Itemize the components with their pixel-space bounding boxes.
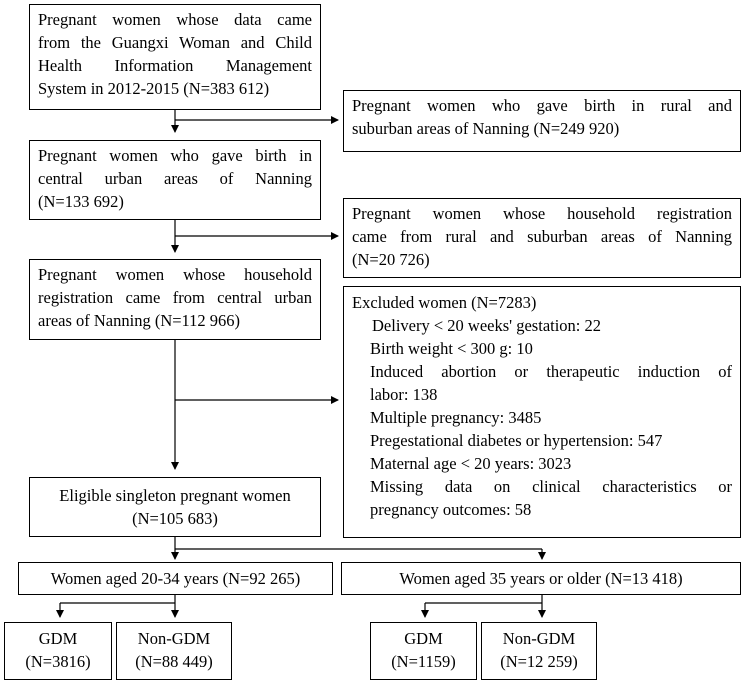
urban-reg-line-3: areas of Nanning (N=112 966) (38, 311, 241, 330)
older-nongdm-line-2: (N=12 259) (500, 652, 578, 671)
older-nongdm-line-1: Non-GDM (502, 629, 576, 648)
older-gdm-box: GDM (N=1159) (370, 622, 477, 680)
eligible-line-1: Eligible singleton pregnant women (59, 486, 291, 505)
eligible-line-2: (N=105 683) (132, 509, 218, 528)
older-box: Women aged 35 years or older (N=13 418) (341, 562, 741, 595)
source-line-2: from the Guangxi Woman and Child (38, 33, 312, 52)
young-nongdm-box: Non-GDM (N=88 449) (116, 622, 232, 680)
excl-rural-reg-box: Pregnant women whose household registrat… (343, 198, 741, 278)
urban-reg-line-1: Pregnant women whose household (38, 265, 312, 284)
excl-rural-birth-line-1: Pregnant women who gave birth in rural a… (352, 96, 732, 115)
source-line-3: Health Information Management (38, 56, 312, 75)
urban-birth-line-3: (N=133 692) (38, 192, 124, 211)
excluded-item-abortion-2: labor: 138 (370, 385, 438, 404)
excl-rural-reg-line-3: (N=20 726) (352, 250, 430, 269)
excl-rural-birth-box: Pregnant women who gave birth in rural a… (343, 90, 741, 152)
young-label: Women aged 20-34 years (N=92 265) (50, 569, 301, 588)
excluded-item-multiple: Multiple pregnancy: 3485 (370, 408, 542, 427)
excluded-item-abortion-1: Induced abortion or therapeutic inductio… (370, 362, 732, 381)
excl-rural-birth-line-2: suburban areas of Nanning (N=249 920) (352, 119, 620, 138)
young-gdm-line-2: (N=3816) (25, 652, 91, 671)
excluded-item-maternal-age: Maternal age < 20 years: 3023 (370, 454, 572, 473)
excluded-item-birth-weight: Birth weight < 300 g: 10 (370, 339, 533, 358)
urban-birth-box: Pregnant women who gave birth in central… (29, 140, 321, 220)
excluded-item-delivery: Delivery < 20 weeks' gestation: 22 (372, 316, 602, 335)
older-gdm-line-1: GDM (404, 629, 443, 648)
excluded-item-pregestational: Pregestational diabetes or hypertension:… (370, 431, 663, 450)
older-label: Women aged 35 years or older (N=13 418) (399, 569, 683, 588)
eligible-box: Eligible singleton pregnant women (N=105… (29, 477, 321, 537)
urban-birth-line-2: central urban areas of Nanning (38, 169, 312, 188)
excluded-title: Excluded women (N=7283) (352, 293, 537, 312)
excl-rural-reg-line-2: came from rural and suburban areas of Na… (352, 227, 732, 246)
source-line-1: Pregnant women whose data came (38, 10, 312, 29)
urban-reg-box: Pregnant women whose household registrat… (29, 259, 321, 340)
older-gdm-line-2: (N=1159) (391, 652, 456, 671)
excluded-item-missing-1: Missing data on clinical characteristics… (370, 477, 732, 496)
excl-rural-reg-line-1: Pregnant women whose household registrat… (352, 204, 732, 223)
young-nongdm-line-2: (N=88 449) (135, 652, 213, 671)
source-line-4: System in 2012-2015 (N=383 612) (38, 79, 270, 98)
young-box: Women aged 20-34 years (N=92 265) (18, 562, 333, 595)
young-gdm-line-1: GDM (38, 629, 78, 648)
excluded-item-missing-2: pregnancy outcomes: 58 (370, 500, 532, 519)
source-box: Pregnant women whose data came from the … (29, 4, 321, 110)
older-nongdm-box: Non-GDM (N=12 259) (481, 622, 597, 680)
young-gdm-box: GDM (N=3816) (4, 622, 112, 680)
young-nongdm-line-1: Non-GDM (137, 629, 211, 648)
excluded-box: Excluded women (N=7283) Delivery < 20 we… (343, 286, 741, 538)
urban-reg-line-2: registration came from central urban (38, 288, 312, 307)
urban-birth-line-1: Pregnant women who gave birth in (38, 146, 312, 165)
